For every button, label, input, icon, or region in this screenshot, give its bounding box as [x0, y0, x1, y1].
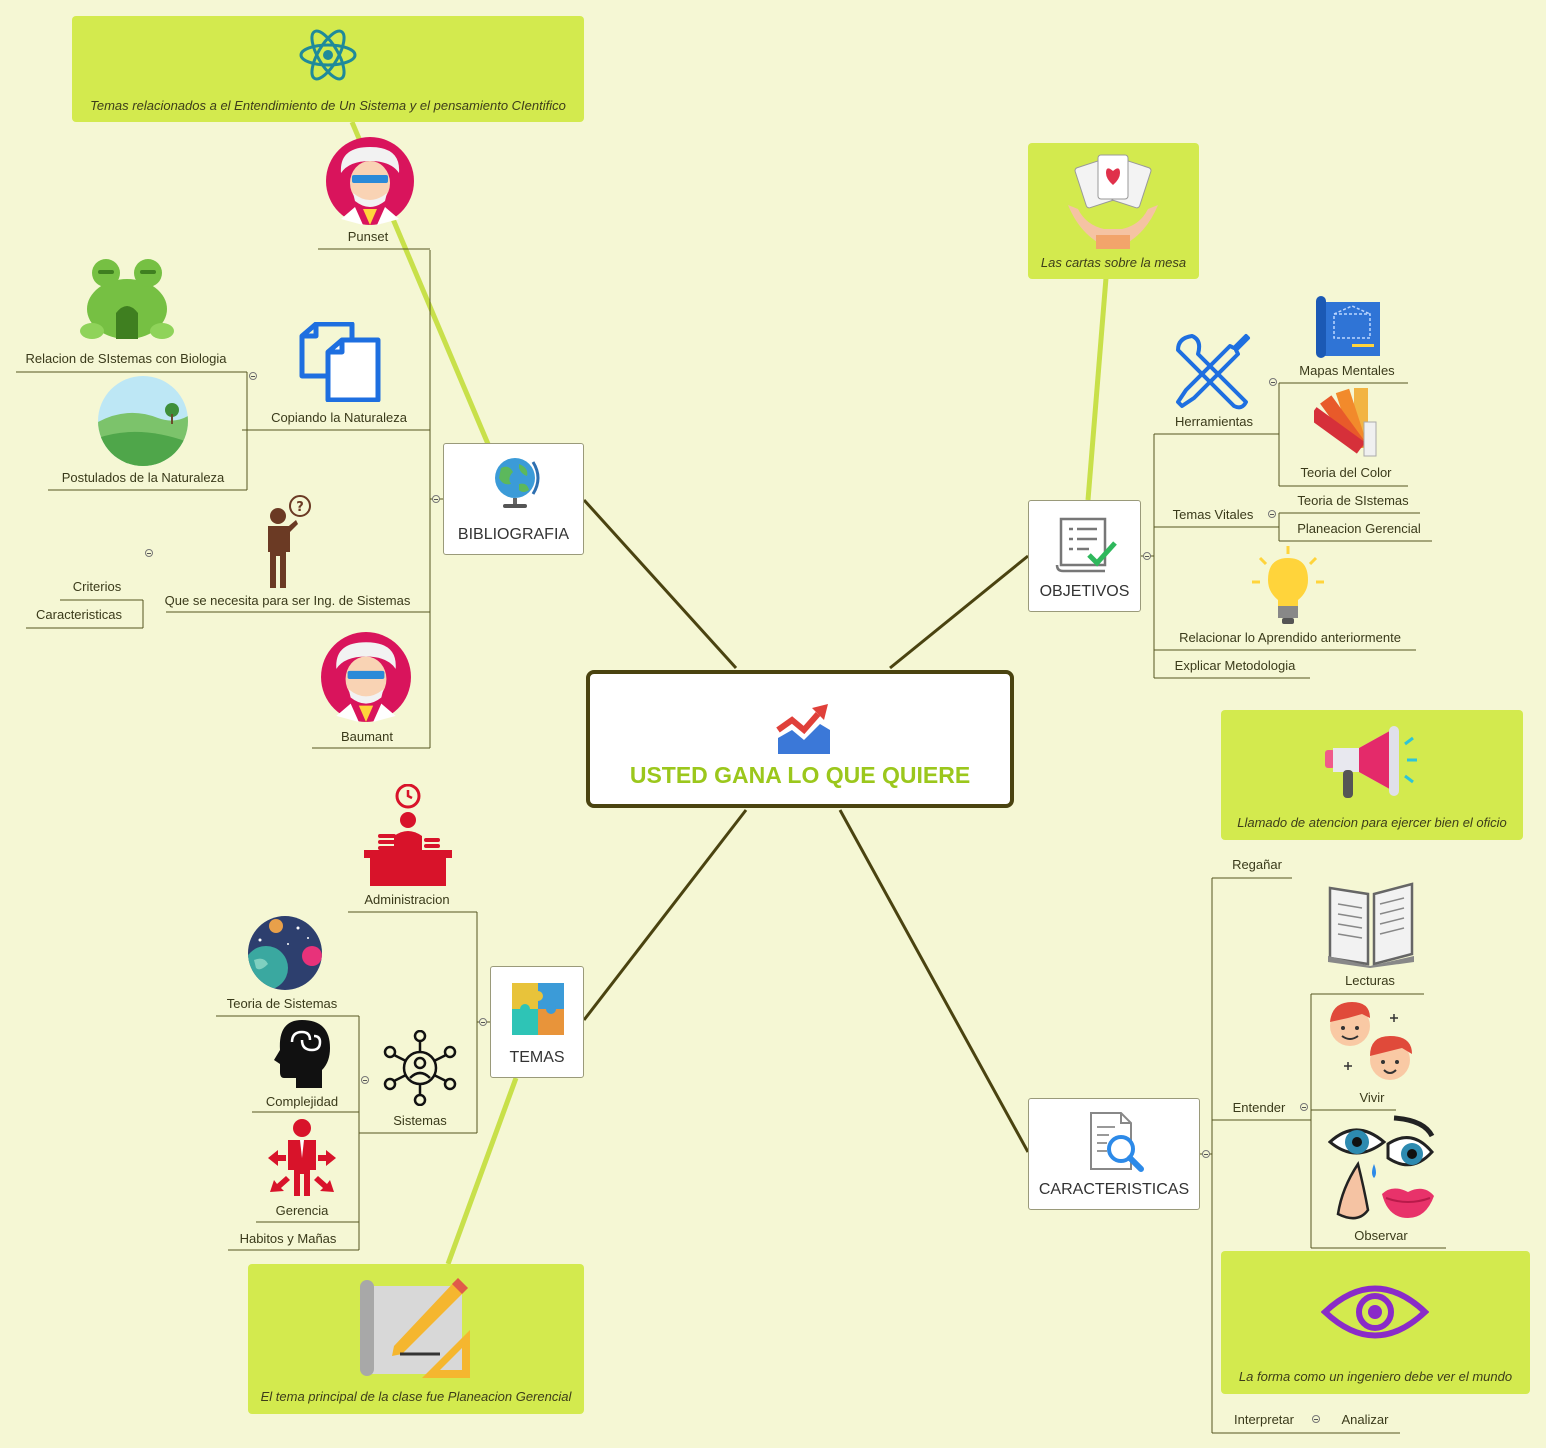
objetivos-callout[interactable]: Las cartas sobre la mesa: [1028, 143, 1199, 279]
habitos-label[interactable]: Habitos y Mañas: [239, 1231, 337, 1246]
caracteristicas-collapse-toggle[interactable]: [1202, 1150, 1210, 1158]
caracteristicas-bottom-callout-text: La forma como un ingeniero debe ver el m…: [1238, 1369, 1513, 1384]
temas-title: TEMAS: [509, 1049, 565, 1066]
temas-collapse-toggle[interactable]: [479, 1018, 487, 1026]
temas-callout-text: El tema principal de la clase fue Planea…: [260, 1389, 572, 1404]
drawing-blueprint-icon: [360, 1278, 470, 1378]
atom-icon: [299, 29, 357, 81]
svg-text:?: ?: [296, 500, 304, 515]
checklist-icon: [1055, 517, 1117, 573]
relacionar-label[interactable]: Relacionar lo Aprendido anteriormente: [1179, 630, 1401, 645]
que-se-necesita-label[interactable]: Que se necesita para ser Ing. de Sistema…: [164, 593, 411, 608]
baumant-label[interactable]: Baumant: [340, 729, 394, 744]
sistemas-label[interactable]: Sistemas: [393, 1113, 447, 1128]
manager-directions-icon: [268, 1119, 336, 1196]
objetivos-node[interactable]: OBJETIVOS: [1028, 500, 1141, 612]
temas-callout[interactable]: El tema principal de la clase fue Planea…: [248, 1264, 584, 1414]
bibliografia-callout-text: Temas relacionados a el Entendimiento de…: [90, 98, 566, 113]
postulados-label[interactable]: Postulados de la Naturaleza: [61, 470, 225, 485]
blueprint-icon: [1316, 296, 1380, 358]
gerencia-label[interactable]: Gerencia: [275, 1203, 329, 1218]
landscape-icon: [98, 376, 188, 466]
vivir-label[interactable]: Vivir: [1359, 1090, 1385, 1105]
caracteristicas-node[interactable]: CARACTERISTICAS: [1028, 1098, 1200, 1210]
globe-icon: [495, 458, 540, 508]
reganar-label[interactable]: Regañar: [1232, 857, 1282, 872]
caracteristicas-label[interactable]: Caracteristicas: [36, 607, 122, 622]
face-senses-icon: [1328, 1115, 1435, 1220]
observar-label[interactable]: Observar: [1354, 1228, 1408, 1243]
lecturas-label[interactable]: Lecturas: [1345, 973, 1395, 988]
caracteristicas-title: CARACTERISTICAS: [1038, 1181, 1190, 1198]
office-desk-icon: [364, 784, 452, 886]
planeacion-gerencial-label[interactable]: Planeacion Gerencial: [1297, 521, 1421, 536]
herramientas-collapse-toggle[interactable]: [1269, 378, 1277, 386]
brain-head-icon: [274, 1020, 330, 1088]
bibliografia-collapse-toggle[interactable]: [432, 495, 440, 503]
caracteristicas-top-callout[interactable]: Llamado de atencion para ejercer bien el…: [1221, 710, 1523, 840]
que-se-necesita-collapse-toggle[interactable]: [145, 549, 153, 557]
complejidad-label[interactable]: Complejidad: [265, 1094, 339, 1109]
einstein-avatar-icon: [321, 632, 411, 722]
lightbulb-icon: [1252, 546, 1324, 624]
caracteristicas-top-callout-text: Llamado de atencion para ejercer bien el…: [1237, 815, 1507, 830]
relacion-label[interactable]: Relacion de SIstemas con Biologia: [25, 351, 227, 366]
bibliografia-node[interactable]: BIBLIOGRAFIA: [443, 443, 584, 555]
color-palette-icon: [1314, 388, 1377, 457]
entender-label[interactable]: Entender: [1232, 1100, 1286, 1115]
entender-collapse-toggle[interactable]: [1300, 1103, 1308, 1111]
tools-icon: [1176, 334, 1250, 410]
document-search-icon: [1090, 1112, 1144, 1172]
temas-vitales-label[interactable]: Temas Vitales: [1172, 507, 1254, 522]
objetivos-collapse-toggle[interactable]: [1143, 552, 1151, 560]
mapas-mentales-label[interactable]: Mapas Mentales: [1299, 363, 1395, 378]
copy-documents-icon: [299, 322, 381, 402]
planets-icon: [248, 916, 322, 990]
bibliografia-callout[interactable]: Temas relacionados a el Entendimiento de…: [72, 16, 584, 122]
criterios-label[interactable]: Criterios: [72, 579, 122, 594]
copiando-collapse-toggle[interactable]: [249, 372, 257, 380]
megaphone-icon: [1325, 726, 1417, 798]
interpretar-collapse-toggle[interactable]: [1312, 1415, 1320, 1423]
bibliografia-title: BIBLIOGRAFIA: [457, 526, 570, 543]
temas-node[interactable]: TEMAS: [490, 966, 584, 1078]
central-topic[interactable]: USTED GANA LO QUE QUIERE: [586, 670, 1014, 808]
sistemas-collapse-toggle[interactable]: [361, 1076, 369, 1084]
network-people-icon: [383, 1030, 457, 1106]
cards-in-hands-icon: [1068, 154, 1158, 249]
thinking-person-icon: ?: [268, 495, 311, 588]
teoria-sistemas-label[interactable]: Teoria de SIstemas: [1297, 493, 1409, 508]
central-topic-title: USTED GANA LO QUE QUIERE: [629, 762, 971, 788]
teoria-color-label[interactable]: Teoria del Color: [1300, 465, 1392, 480]
explicar-metodologia-label[interactable]: Explicar Metodologia: [1174, 658, 1296, 673]
frog-icon: [80, 259, 174, 339]
interpretar-label[interactable]: Interpretar: [1234, 1412, 1294, 1427]
objetivos-callout-text: Las cartas sobre la mesa: [1040, 255, 1187, 270]
temas-vitales-collapse-toggle[interactable]: [1268, 510, 1276, 518]
analizar-label[interactable]: Analizar: [1341, 1412, 1389, 1427]
objetivos-title: OBJETIVOS: [1039, 583, 1130, 600]
puzzle-icon: [512, 983, 564, 1035]
punset-label[interactable]: Punset: [347, 229, 389, 244]
copiando-label[interactable]: Copiando la Naturaleza: [271, 410, 407, 425]
teoria-de-sistemas-label[interactable]: Teoria de Sistemas: [226, 996, 338, 1011]
caracteristicas-bottom-callout[interactable]: La forma como un ingeniero debe ver el m…: [1221, 1251, 1530, 1394]
growth-chart-icon: [776, 704, 830, 754]
eye-icon: [1321, 1285, 1429, 1339]
two-faces-icon: [1330, 1002, 1412, 1080]
herramientas-label[interactable]: Herramientas: [1174, 414, 1254, 429]
einstein-avatar-icon: [326, 137, 414, 225]
administracion-label[interactable]: Administracion: [364, 892, 450, 907]
open-book-icon: [1328, 882, 1414, 968]
